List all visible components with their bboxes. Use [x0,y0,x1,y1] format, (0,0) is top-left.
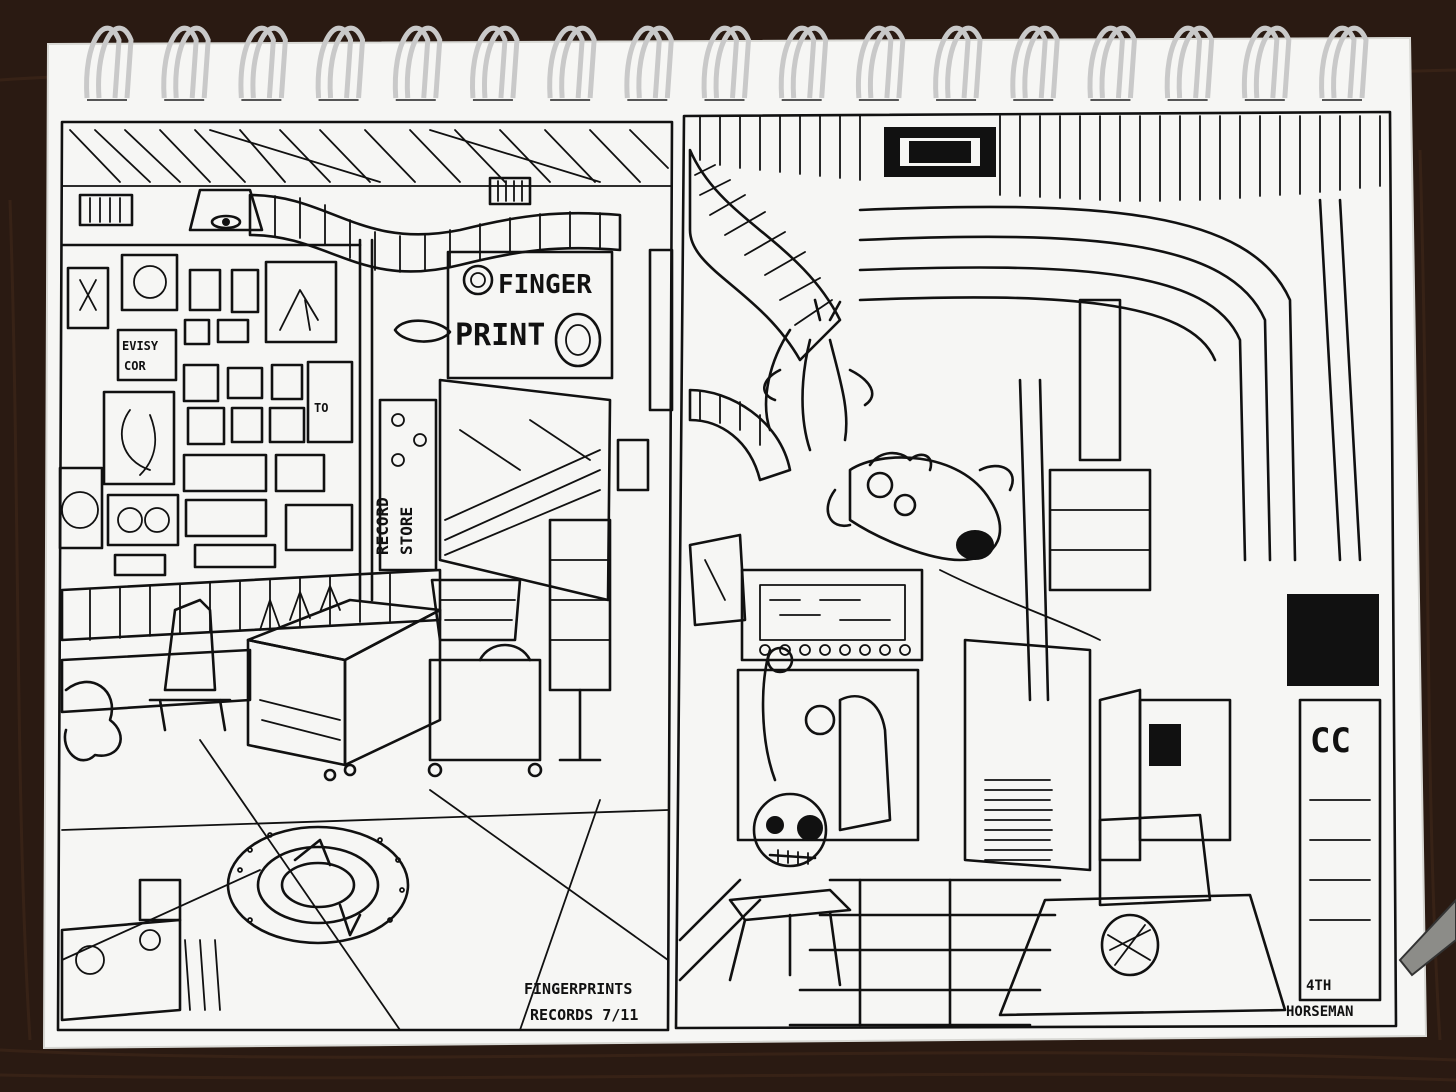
ceiling-corrugation [699,115,1381,202]
binding-ring [624,25,674,101]
floor-tiles [61,739,669,1031]
poster-text-line1: EVISY [122,339,159,353]
left-panel-frame [56,120,674,1032]
pen [1398,898,1456,977]
record-text-line2: STORE [397,507,416,555]
sign-text-bottom: PRINT [455,318,545,353]
stairs [788,878,1062,1027]
right-duct [858,198,1362,562]
black-panel [1287,594,1379,686]
chair [163,598,217,692]
record-text-line1: RECORD [373,497,392,555]
poster-text-line2: COR [124,359,146,373]
back-shelf [1048,468,1152,592]
binding-ring [1241,25,1292,101]
duct-pipe [248,193,622,273]
spiral-binding [84,25,1369,101]
binding-ring [778,25,829,101]
sign-text-top: FINGER [498,270,592,300]
binding-ring [1319,25,1369,101]
binding-ring [1164,25,1215,101]
signature-left-line1: FINGERPRINTS [524,980,632,998]
binding-ring [238,25,288,101]
small-poster-text: TO [314,401,328,415]
binding-ring [315,25,366,101]
binding-ring [1010,25,1060,101]
signature-left-line2: RECORDS 7/11 [530,1006,638,1024]
signature-right-line1: 4TH [1306,978,1331,994]
tube-lower [688,388,792,482]
right-sign-text: CC [1310,721,1351,761]
cow-skull [848,456,1002,562]
poster-wall: EVISY COR TO [58,253,354,577]
binding-ring [1087,25,1137,101]
hanging-plant [763,298,874,452]
left-panel: EVISY COR TO FIN [56,120,674,1032]
cart-basket [430,578,522,642]
fingerprint-sign [446,250,614,380]
skull-figure [728,792,852,987]
counter-table [998,893,1287,1017]
signature-right-line2: HORSEMAN [1286,1004,1353,1020]
ceiling-hatch [61,129,673,187]
doorway-figures [736,668,920,842]
floor-logo [226,825,410,945]
binding-ring [161,25,211,101]
binding-ring [933,25,983,101]
vent-right [488,176,532,206]
eye-lamp [188,188,264,232]
binding-ring [547,25,597,101]
stacked-records [984,779,1053,861]
binding-ring [855,25,906,101]
binding-ring [469,25,520,101]
display-case [740,568,924,662]
right-panel: CC 4TH HORSEMAN [674,110,1398,1030]
binding-ring [84,25,134,101]
binding-ring [701,25,752,101]
vent-left [78,193,134,227]
binding-ring [392,25,443,101]
bottom-left-objects [60,878,221,1022]
record-store-sign [378,398,438,572]
right-panel-frame [674,110,1398,1030]
